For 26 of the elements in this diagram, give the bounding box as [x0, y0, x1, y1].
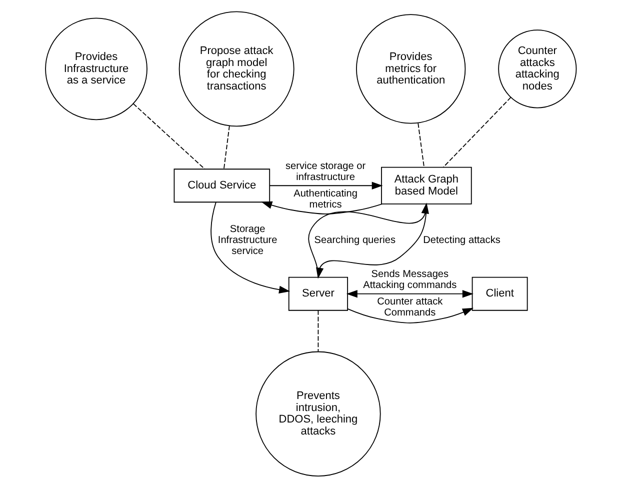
edge-label: Authenticating metrics: [293, 188, 357, 210]
connector: [417, 122, 424, 168]
connector: [442, 96, 511, 168]
arrow: [260, 201, 382, 214]
arrow: [346, 290, 473, 298]
node-box: Client: [471, 276, 528, 311]
arrow: [346, 308, 474, 324]
connector: [317, 310, 318, 352]
edge-label: service storage or infrastructure: [284, 160, 366, 183]
edge-label: Detecting attacks: [422, 235, 500, 246]
edge-label: Sends Messages Attacking commands: [362, 269, 456, 292]
node-box: Server: [288, 276, 348, 311]
node-circle: Prevents intrusion, DDOS, leeching attacks: [255, 351, 380, 476]
edge-label: Counter attack Commands: [376, 296, 442, 319]
node-box: Attack Graph based Model: [380, 166, 472, 204]
arrow: [210, 202, 290, 294]
edge-label: Searching queries: [314, 235, 396, 246]
edge-label: Storage Infrastructure service: [217, 224, 277, 258]
arrow: [268, 182, 382, 190]
connector: [132, 103, 205, 170]
node-box: Cloud Service: [173, 168, 270, 203]
node-circle: Counter attacks attacking nodes: [498, 30, 576, 108]
node-circle: Provides metrics for authentication: [356, 14, 466, 124]
connector: [222, 125, 230, 170]
node-circle: Propose attack graph model for checking transactions: [178, 11, 294, 127]
node-circle: Provides Infrastructure as a service: [44, 18, 147, 120]
